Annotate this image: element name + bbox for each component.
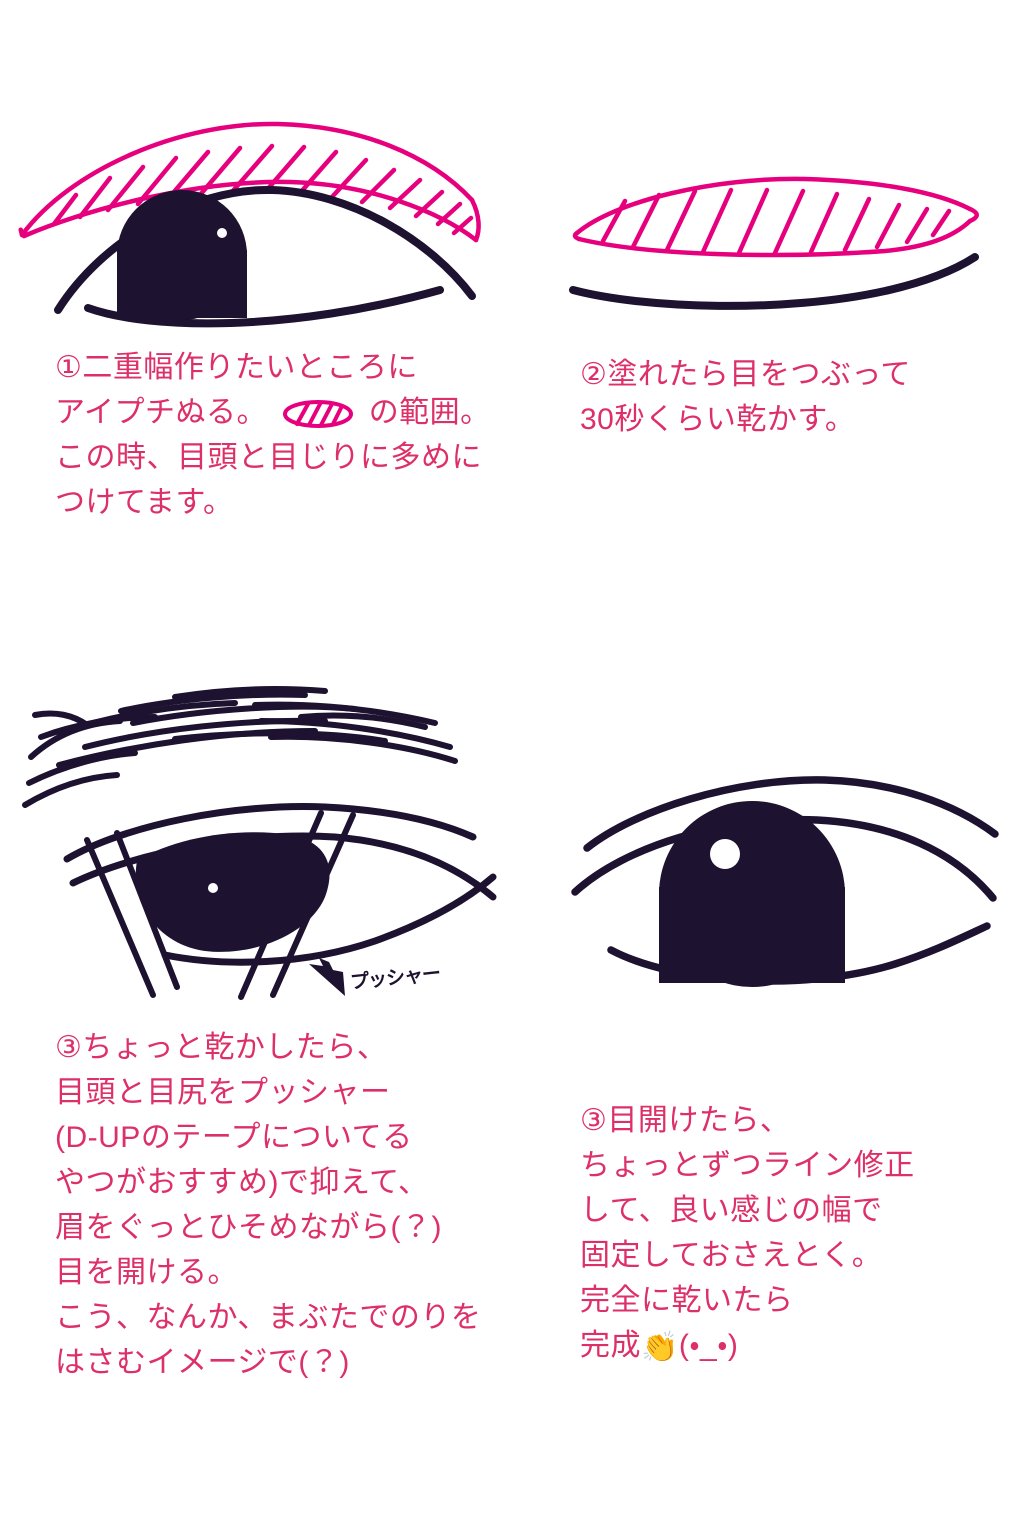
panel-2-caption: ②塗れたら目をつぶって 30秒くらい乾かす。	[580, 352, 911, 442]
catchlight	[710, 839, 740, 869]
lash-line	[569, 253, 979, 310]
eye-outline	[63, 803, 497, 966]
closed-eye-with-pink-hatched-lid-illustration	[555, 165, 1015, 315]
catchlight	[208, 883, 218, 893]
caption-line: 固定しておさえとく。	[580, 1239, 883, 1272]
panel-3-caption: ③ちょっと乾かしたら、 目頭と目尻をプッシャー (D-UPのテープについてる や…	[55, 1025, 481, 1385]
catchlight	[217, 228, 227, 238]
caption-line: はさむイメージで(？)	[55, 1346, 350, 1379]
caption-line: 完全に乾いたら	[580, 1284, 794, 1317]
caption-line: (D-UPのテープについてる	[55, 1121, 413, 1154]
caption-line: やつがおすすめ)で抑えて、	[55, 1166, 429, 1199]
iris	[135, 832, 330, 952]
caption-line: して、良い感じの幅で	[580, 1194, 883, 1227]
caption-line: ②塗れたら目をつぶって	[580, 358, 911, 391]
caption-line: この時、目頭と目じりに多めに	[55, 441, 482, 474]
caption-line: ちょっとずつライン修正	[580, 1149, 915, 1182]
caption-line: ③目開けたら、	[580, 1104, 791, 1137]
caption-line: 眉をぐっとひそめながら(？)	[55, 1211, 442, 1244]
hatched-ellipse-glyph-icon	[281, 397, 355, 428]
caption-line: 30秒くらい乾かす。	[580, 403, 856, 436]
open-eye-with-pink-hatched-lid-area-illustration	[10, 100, 510, 330]
caption-line: 完成👏(・_・)	[580, 1329, 739, 1365]
clapping-hands-icon: 👏	[641, 1330, 679, 1365]
pink-hatch-region	[572, 176, 979, 258]
caption-line: アイプチぬる。 の範囲。	[55, 396, 491, 429]
furrowed-eyebrow	[22, 686, 458, 808]
eye-outline	[54, 185, 476, 328]
caption-line: 目を開ける。	[55, 1256, 238, 1289]
panel-1-caption: ①二重幅作りたいところに アイプチぬる。 の範囲。 この時、目頭と目じりに多めに…	[55, 345, 491, 525]
caption-line: つけてます。	[55, 486, 234, 519]
eye-pressed-with-pushers-illustration	[22, 665, 515, 1010]
caption-line: こう、なんか、まぶたでのりを	[55, 1301, 482, 1334]
pusher-sticks	[84, 810, 356, 1000]
iris	[117, 190, 247, 320]
finished-double-eyelid-eye-illustration	[555, 772, 1005, 1032]
caption-line: ①二重幅作りたいところに	[55, 351, 418, 384]
pink-hatch-region	[18, 121, 481, 243]
caption-line: ③ちょっと乾かしたら、	[55, 1031, 388, 1064]
pusher-arrow-icon	[305, 958, 353, 1002]
caption-line: 目頭と目尻をプッシャー	[55, 1076, 391, 1109]
iris	[659, 801, 845, 987]
panel-4-caption: ③目開けたら、 ちょっとずつライン修正 して、良い感じの幅で 固定しておさえとく…	[580, 1098, 915, 1368]
